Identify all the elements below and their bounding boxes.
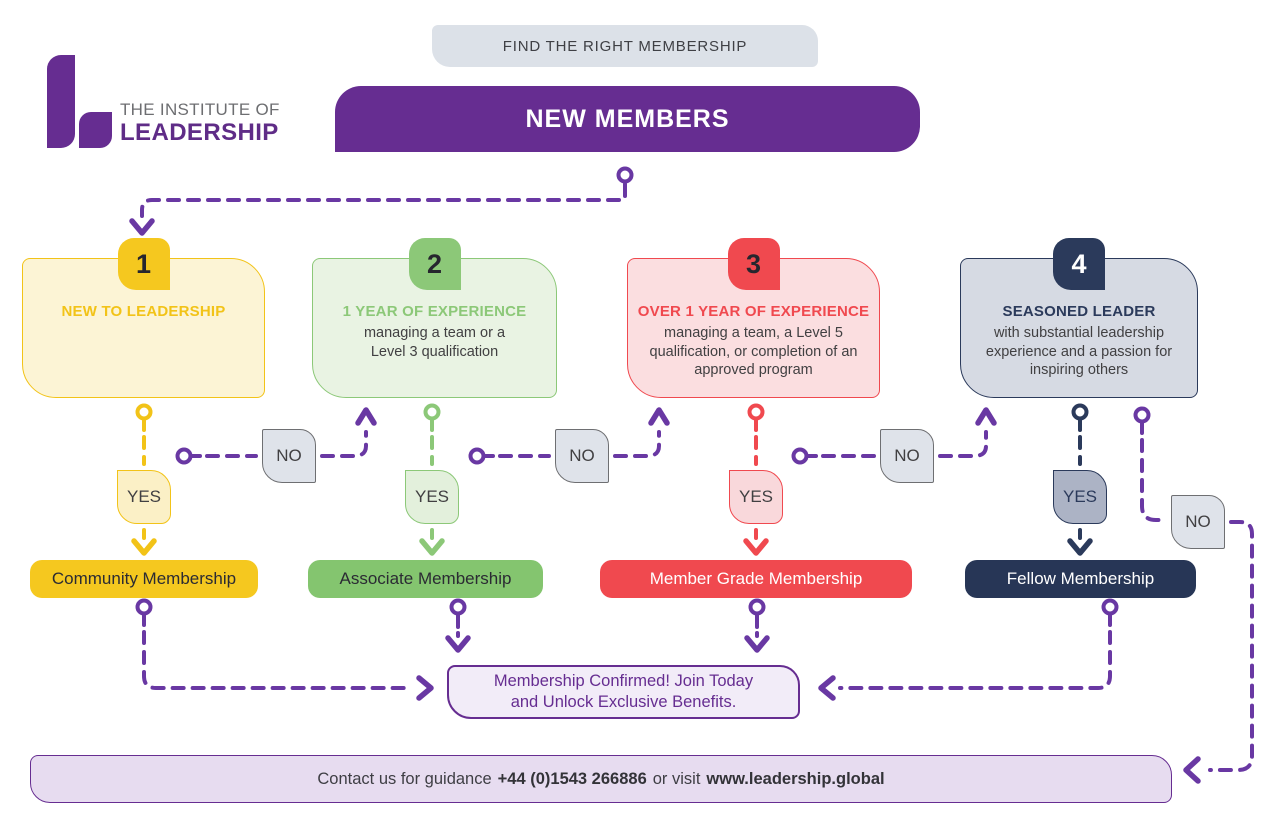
contact-footer-bar: Contact us for guidance +44 (0)1543 2668… [30,755,1172,803]
step-badge-4: 4 [1053,238,1105,290]
connector-community-to-confirm [135,598,434,701]
yes-tag-4: YES [1053,470,1107,524]
logo-leaf-small [79,112,112,148]
result-member-grade-membership: Member Grade Membership [600,560,912,598]
yes-tag-1: YES [117,470,171,524]
connector-no2-to-card3 [468,407,670,465]
card-description: managing a team, a Level 5 qualification… [649,325,858,379]
tagline-pill: FIND THE RIGHT MEMBERSHIP [432,25,818,67]
result-community-membership: Community Membership [30,560,258,598]
step-badge-2: 2 [408,238,461,290]
confirmation-line2: and Unlock Exclusive Benefits. [510,693,737,711]
footer-phone: +44 (0)1543 266886 [497,769,647,788]
footer-middle: or visit [652,769,701,788]
card-title: SEASONED LEADER [1002,303,1156,320]
connector-card1-yes [131,403,157,556]
card-over-one-year: 3 OVER 1 YEAR OF EXPERIENCE managing a t… [627,238,880,398]
logo-leaf-tall [47,55,75,148]
new-members-banner: NEW MEMBERS [335,86,920,152]
card-new-to-leadership: 1 NEW TO LEADERSHIP [22,238,265,398]
no-tag-2: NO [555,429,609,483]
card-title: 1 YEAR OF EXPERIENCE [342,303,527,320]
logo-text-line2: LEADERSHIP [120,118,279,146]
confirmation-box: Membership Confirmed! Join Today and Unl… [447,665,800,719]
result-associate-membership: Associate Membership [308,560,543,598]
no-tag-3: NO [880,429,934,483]
connector-fellow-to-confirm [818,598,1119,701]
connector-card3-yes [743,403,769,556]
card-title: OVER 1 YEAR OF EXPERIENCE [637,303,870,320]
card-one-year-experience: 2 1 YEAR OF EXPERIENCE managing a team o… [312,238,557,398]
yes-tag-3: YES [729,470,783,524]
footer-prefix: Contact us for guidance [317,769,492,788]
logo-text-line1: THE INSTITUTE OF [120,100,280,119]
connector-no1-to-card2 [175,407,377,465]
no-tag-1: NO [262,429,316,483]
card-seasoned-leader: 4 SEASONED LEADER with substantial leade… [960,238,1198,398]
connector-card4-yes [1067,403,1093,556]
yes-tag-2: YES [405,470,459,524]
connector-no4-to-footer [1133,406,1254,784]
connector-no3-to-card4 [791,407,997,465]
card-title: NEW TO LEADERSHIP [61,303,226,320]
step-badge-3: 3 [727,238,780,290]
institute-logo: THE INSTITUTE OF LEADERSHIP [120,100,280,146]
connector-member-to-confirm [744,598,770,653]
confirmation-line1: Membership Confirmed! Join Today [493,671,754,690]
connector-card2-yes [419,403,445,556]
card-description: with substantial leadership experience a… [985,325,1173,379]
card-description: managing a team or a Level 3 qualificati… [363,325,506,360]
connector-associate-to-confirm [445,598,471,653]
no-tag-4: NO [1171,495,1225,549]
footer-url: www.leadership.global [706,769,885,788]
connector-banner-to-card1 [129,166,634,236]
result-fellow-membership: Fellow Membership [965,560,1196,598]
step-badge-1: 1 [117,238,170,290]
